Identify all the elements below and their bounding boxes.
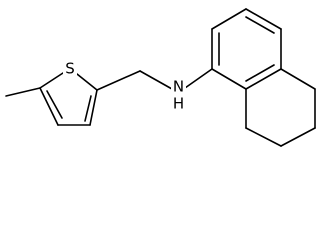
bond-ar-c3-c4-inner <box>245 16 275 34</box>
bond-ar-c4a-c8a <box>245 68 282 90</box>
bond-sat-c6-c7 <box>280 127 316 147</box>
bond-nh-aryl <box>184 68 213 89</box>
bond-thiophene-s-c2 <box>76 73 98 91</box>
bond-ar-c4a-c8a-inner <box>245 64 275 82</box>
nitrogen-atom-label: N <box>173 78 184 96</box>
bond-thiophene-c2-c3 <box>89 89 98 126</box>
bond-methyl <box>5 87 41 97</box>
bond-thiophene-c4-c5-inner <box>46 90 63 119</box>
chemical-structure-diagram: S N H <box>5 8 316 147</box>
bond-sat-c7-c8 <box>245 127 282 147</box>
sulfur-atom-label: S <box>65 60 75 78</box>
bond-thiophene-c4-c5 <box>39 87 59 126</box>
bond-ar-c3-c4 <box>245 8 282 30</box>
bond-thiophene-c5-s <box>39 72 64 89</box>
bond-ar-c8a-c1 <box>211 68 247 90</box>
bond-thiophene-c2-c3-inner <box>84 95 92 122</box>
bond-sat-c4a-c5 <box>280 68 316 90</box>
bond-ar-c2-c3 <box>211 8 247 30</box>
bond-ch2-nh <box>139 70 173 90</box>
structure-canvas: S N H <box>5 8 316 147</box>
bond-thiophene-ch2 <box>96 70 141 91</box>
amine-hydrogen-label: H <box>173 95 184 113</box>
